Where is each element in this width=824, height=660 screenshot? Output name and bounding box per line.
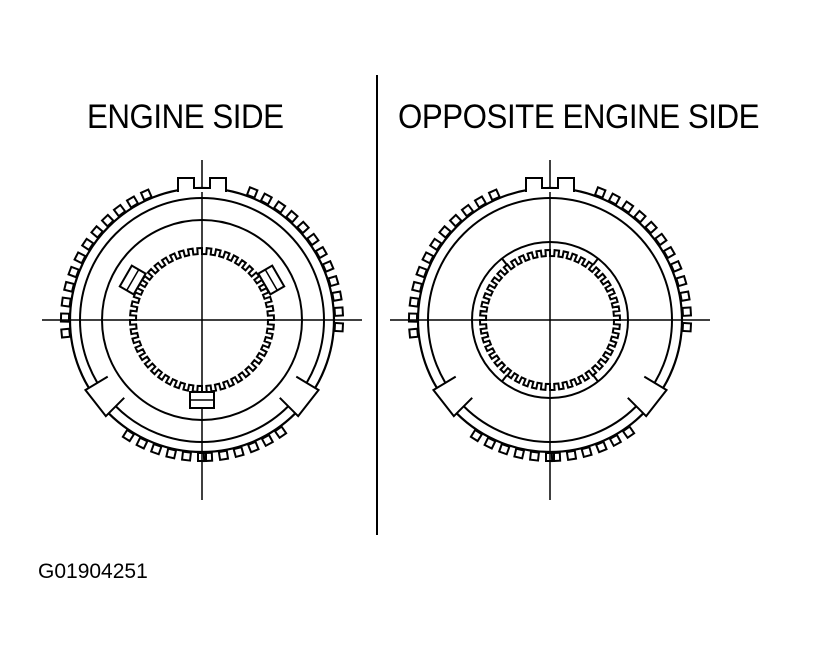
ring-notch xyxy=(279,375,321,418)
outer-tooth xyxy=(632,209,647,224)
outer-tooth xyxy=(415,265,429,279)
outer-tooth xyxy=(408,327,420,339)
outer-tooth xyxy=(483,436,497,450)
outer-tooth xyxy=(121,428,136,443)
outer-tooth xyxy=(180,450,193,462)
outer-tooth xyxy=(245,186,259,200)
outer-tooth xyxy=(60,296,72,308)
outer-tooth xyxy=(321,259,335,274)
outer-tooth xyxy=(681,321,693,333)
outer-tooth xyxy=(607,192,622,206)
outer-tooth xyxy=(139,188,153,202)
ring-notch xyxy=(627,375,669,418)
outer-tooth xyxy=(681,306,693,317)
outer-tooth xyxy=(608,433,623,448)
outer-tooth xyxy=(217,449,230,462)
outer-tooth xyxy=(305,232,320,247)
opposite-engine-side-title: OPPOSITE ENGINE SIDE xyxy=(398,98,760,136)
outer-tooth xyxy=(295,220,311,235)
outer-tooth xyxy=(273,425,288,440)
outer-tooth xyxy=(528,450,541,462)
outer-tooth xyxy=(473,195,488,209)
outer-tooth xyxy=(331,290,343,303)
outer-tooth xyxy=(411,280,424,293)
engine-side-title: ENGINE SIDE xyxy=(87,98,284,136)
outer-tooth xyxy=(314,245,329,260)
outer-tooth xyxy=(407,312,419,323)
outer-tooth xyxy=(202,451,214,463)
outer-tooth xyxy=(135,436,149,450)
outer-tooth xyxy=(408,296,420,308)
outer-tooth xyxy=(333,321,345,333)
outer-tooth xyxy=(260,433,275,448)
outer-tooth xyxy=(197,452,207,462)
outer-tooth xyxy=(469,428,484,443)
outer-tooth xyxy=(545,452,555,462)
outer-tooth xyxy=(662,245,677,260)
outer-tooth xyxy=(580,445,593,459)
outer-tooth xyxy=(80,237,95,252)
outer-ring-inner-edge xyxy=(427,197,673,443)
outer-tooth xyxy=(565,449,578,462)
outer-tooth xyxy=(67,265,81,279)
inner-hub-ring xyxy=(471,241,629,399)
outer-tooth xyxy=(593,186,607,200)
outer-tooth xyxy=(438,224,453,239)
outer-tooth xyxy=(232,445,245,459)
outer-tooth xyxy=(675,274,688,288)
hub-rib xyxy=(501,257,508,266)
ring-notch xyxy=(431,375,473,418)
outer-tooth xyxy=(513,447,526,460)
outer-tooth xyxy=(284,209,299,224)
outer-tooth xyxy=(165,447,178,460)
outer-tooth xyxy=(487,188,501,202)
top-lug xyxy=(177,177,227,192)
outer-tooth xyxy=(448,213,463,228)
figure-code: G01904251 xyxy=(38,560,148,583)
hub-rib xyxy=(592,374,599,383)
outer-tooth xyxy=(643,220,659,235)
outer-tooth xyxy=(60,327,72,339)
outer-tooth xyxy=(100,213,115,228)
outer-tooth xyxy=(259,192,274,206)
outer-tooth xyxy=(73,251,87,265)
top-lug xyxy=(525,177,575,192)
outer-tooth xyxy=(550,451,562,463)
outer-ring-inner-edge xyxy=(79,197,325,443)
outer-tooth xyxy=(272,200,287,215)
engine-side-view xyxy=(42,160,362,500)
outer-tooth xyxy=(63,280,76,293)
outer-tooth xyxy=(149,442,163,456)
opposite-engine-side-view xyxy=(390,160,710,500)
outer-tooth xyxy=(59,312,71,323)
outer-tooth xyxy=(497,442,511,456)
outer-tooth xyxy=(594,440,608,454)
outer-tooth xyxy=(246,440,260,454)
key-slot-line xyxy=(264,269,278,291)
outer-tooth xyxy=(460,203,475,218)
outer-tooth xyxy=(428,237,443,252)
outer-tooth xyxy=(669,259,683,274)
outer-tooth xyxy=(421,251,435,265)
hub-rib xyxy=(501,374,508,383)
outer-tooth xyxy=(620,200,635,215)
outer-tooth xyxy=(327,274,340,288)
outer-tooth xyxy=(653,232,668,247)
outer-tooth xyxy=(125,195,140,209)
ring-notch xyxy=(83,375,125,418)
inner-spline-teeth xyxy=(478,248,622,392)
hub-rib xyxy=(592,257,599,266)
outer-tooth xyxy=(90,224,105,239)
key-slot-line xyxy=(126,269,140,291)
outer-tooth xyxy=(679,290,691,303)
outer-tooth xyxy=(333,306,345,317)
inner-hub-ring xyxy=(101,219,303,421)
outer-tooth xyxy=(621,425,636,440)
outer-tooth xyxy=(112,203,127,218)
